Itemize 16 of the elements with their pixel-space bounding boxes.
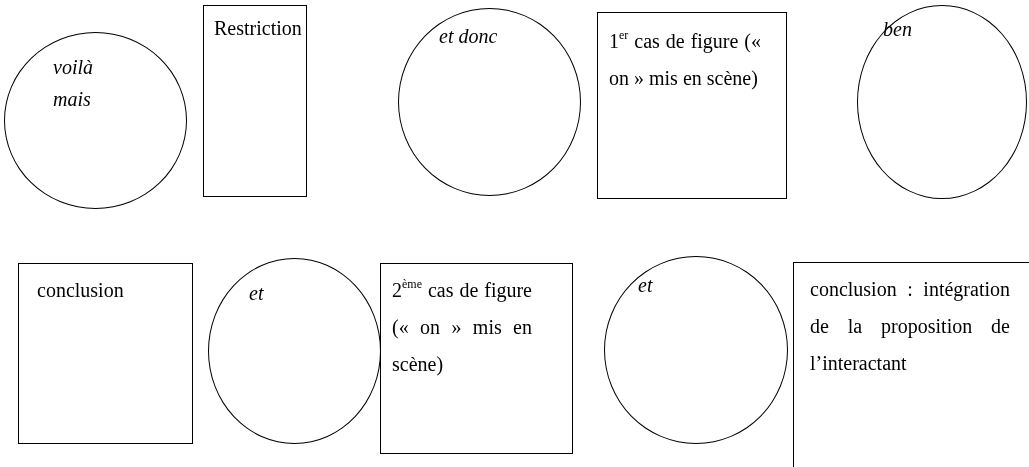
node-text: Restriction: [214, 16, 302, 41]
node-text: ben: [883, 17, 912, 42]
node-text: voilà: [53, 55, 93, 80]
node-text: et: [249, 281, 264, 306]
text-box: [793, 262, 1029, 467]
node-text: mais: [53, 87, 91, 112]
node-text: conclusion : intégration de la proposition de l’interactant: [810, 277, 1010, 376]
node-text: 2$^{ème}$ cas de figure (« on » mis en scène): [392, 276, 532, 378]
text-box: [203, 5, 307, 197]
text-box: [597, 12, 787, 199]
node-text: et donc: [439, 24, 498, 49]
text-box: [380, 263, 573, 454]
node-text: et: [638, 273, 653, 298]
text-box: [18, 263, 193, 444]
node-text: conclusion: [37, 278, 124, 303]
node-text: 1$^{er}$ cas de figure (« on » mis en scène): [609, 27, 761, 92]
